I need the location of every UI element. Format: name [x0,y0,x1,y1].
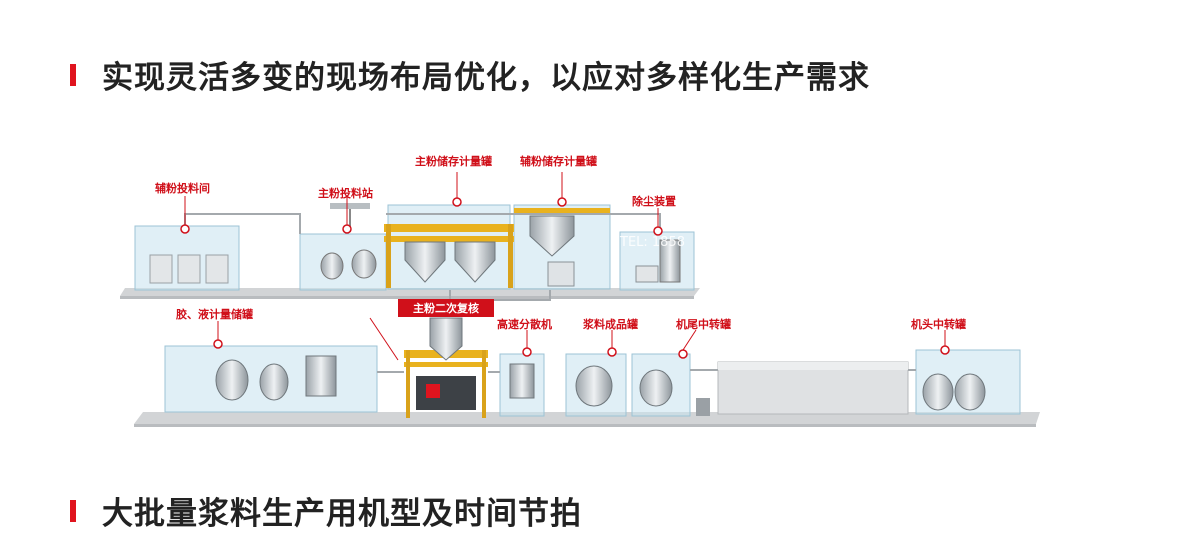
upper-floor [120,288,700,299]
equipment-labels: 辅粉投料间 主粉投料站 主粉储存计量罐 辅粉储存计量罐 除尘装置 胶、液计量储罐… [155,154,966,331]
tail-transfer-equipment [639,369,710,416]
label-main-recheck: 主粉二次复核 [413,301,479,315]
label-markers [180,197,950,359]
disperser-equipment [509,363,535,399]
label-slurry-tank: 浆料成品罐 [583,317,638,331]
label-main-feed-station: 主粉投料站 [318,186,373,200]
label-glue-tank: 胶、液计量储罐 [176,307,253,321]
dust-removal-equipment [635,239,681,283]
recheck-tower [404,317,488,418]
label-dust-removal: 除尘装置 [632,194,676,208]
recheck-badge: 主粉二次复核 [398,299,494,317]
main-feed-station-equipment [320,203,377,280]
aux-feed-machines [149,254,229,284]
label-aux-storage-tank: 辅粉储存计量罐 [520,154,597,168]
label-main-storage-tank: 主粉储存计量罐 [415,154,492,168]
label-head-transfer-tank: 机头中转罐 [911,317,966,331]
coating-machine-block [717,361,909,415]
watermark: TEL: 1858 [619,235,685,250]
aux-storage-silos [514,208,610,287]
label-high-speed-disperser: 高速分散机 [497,317,552,331]
label-aux-feed-room: 辅粉投料间 [155,181,210,195]
top-heading: 实现灵活多变的现场布局优化，以应对多样化生产需求 [70,52,870,97]
main-storage-silos [384,224,514,288]
heading-accent-bar [70,63,76,86]
label-tail-transfer-tank: 机尾中转罐 [676,317,731,331]
bottom-heading-text: 大批量浆料生产用机型及时间节拍 [102,496,582,532]
lower-pipes [377,369,916,373]
lower-floor [134,412,1040,427]
heading-accent-bar [70,499,76,522]
slurry-product-tanks [575,365,613,407]
top-heading-text: 实现灵活多变的现场布局优化，以应对多样化生产需求 [102,60,870,96]
label-leader-lines [184,172,946,361]
bottom-heading: 大批量浆料生产用机型及时间节拍 [70,488,582,533]
head-transfer-equipment [922,373,986,411]
glue-liquid-tanks [215,355,337,401]
